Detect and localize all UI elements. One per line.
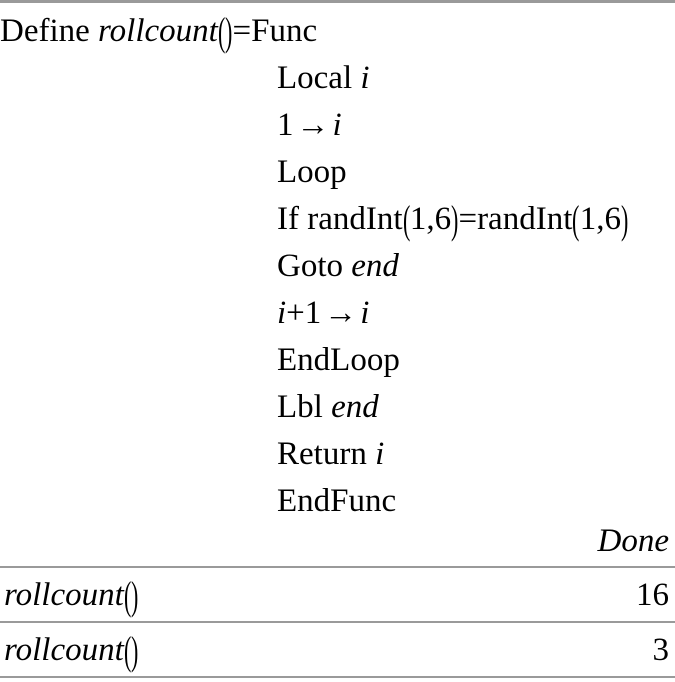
plus-sign: + [286, 295, 305, 331]
func-keyword: Func [251, 13, 318, 49]
entry-function-name: rollcount [4, 632, 124, 668]
store-arrow-icon: → [324, 295, 358, 331]
program-line-local[interactable]: Local i [0, 55, 675, 102]
history-separator-1 [0, 566, 675, 568]
define-keyword: Define [0, 13, 90, 49]
program-line-loop[interactable]: Loop [0, 149, 675, 196]
randint-args-2: 1,6 [579, 201, 621, 237]
endloop-keyword: EndLoop [277, 342, 400, 378]
result-value-2: 3 [652, 632, 670, 668]
program-line-if[interactable]: If randInt(1,6)=randInt(1,6) [277, 197, 629, 242]
program-line-endfunc[interactable]: EndFunc [0, 478, 675, 525]
space [299, 201, 307, 237]
program-line-goto[interactable]: Goto end [0, 243, 675, 290]
function-name: rollcount [98, 13, 218, 49]
result-value-1: 16 [636, 577, 669, 613]
lbl-keyword: Lbl [277, 389, 323, 425]
program-line-define[interactable]: Define rollcount()=Func [0, 9, 318, 54]
assign-target: i [332, 107, 342, 143]
space [323, 389, 331, 425]
history-row-define-result[interactable]: Done [0, 518, 675, 565]
program-line-increment[interactable]: i+1→i [0, 290, 675, 337]
result-done: Done [597, 523, 669, 559]
if-keyword: If [277, 201, 299, 237]
entry-expression-1: rollcount() [4, 573, 139, 618]
space [367, 436, 375, 472]
space [90, 13, 98, 49]
equals-sign: = [232, 13, 252, 49]
goto-keyword: Goto [277, 248, 343, 284]
entry-function-name: rollcount [4, 577, 124, 613]
loop-keyword: Loop [277, 154, 347, 190]
increment-target: i [360, 295, 370, 331]
literal-one: 1 [304, 295, 322, 331]
return-value: i [375, 436, 385, 472]
history-row-call-1[interactable]: rollcount() 16 [0, 572, 675, 619]
randint-call-2: randInt [477, 201, 573, 237]
randint-args-1: 1,6 [409, 201, 452, 237]
endfunc-keyword: EndFunc [277, 483, 397, 519]
literal-one: 1 [277, 107, 294, 143]
local-variable: i [360, 60, 370, 96]
history-separator-2 [0, 621, 675, 623]
program-line-lbl[interactable]: Lbl end [0, 384, 675, 431]
program-definition-block[interactable]: Define rollcount()=Func Local i 1→i Loop… [0, 8, 675, 525]
program-line-return[interactable]: Return i [0, 431, 675, 478]
space [343, 248, 351, 284]
increment-source: i [277, 295, 287, 331]
history-row-call-2[interactable]: rollcount() 3 [0, 627, 675, 674]
history-separator-3 [0, 676, 675, 678]
goto-label: end [351, 248, 399, 284]
entry-expression-2: rollcount() [4, 628, 139, 673]
local-keyword: Local [277, 60, 353, 96]
equals-sign: = [458, 201, 478, 237]
store-arrow-icon: → [296, 107, 330, 143]
lbl-label: end [331, 389, 379, 425]
randint-call-1: randInt [307, 201, 403, 237]
return-keyword: Return [277, 436, 367, 472]
top-divider-rule [0, 0, 675, 3]
program-line-endloop[interactable]: EndLoop [0, 337, 675, 384]
program-line-assign-one[interactable]: 1→i [0, 102, 675, 149]
